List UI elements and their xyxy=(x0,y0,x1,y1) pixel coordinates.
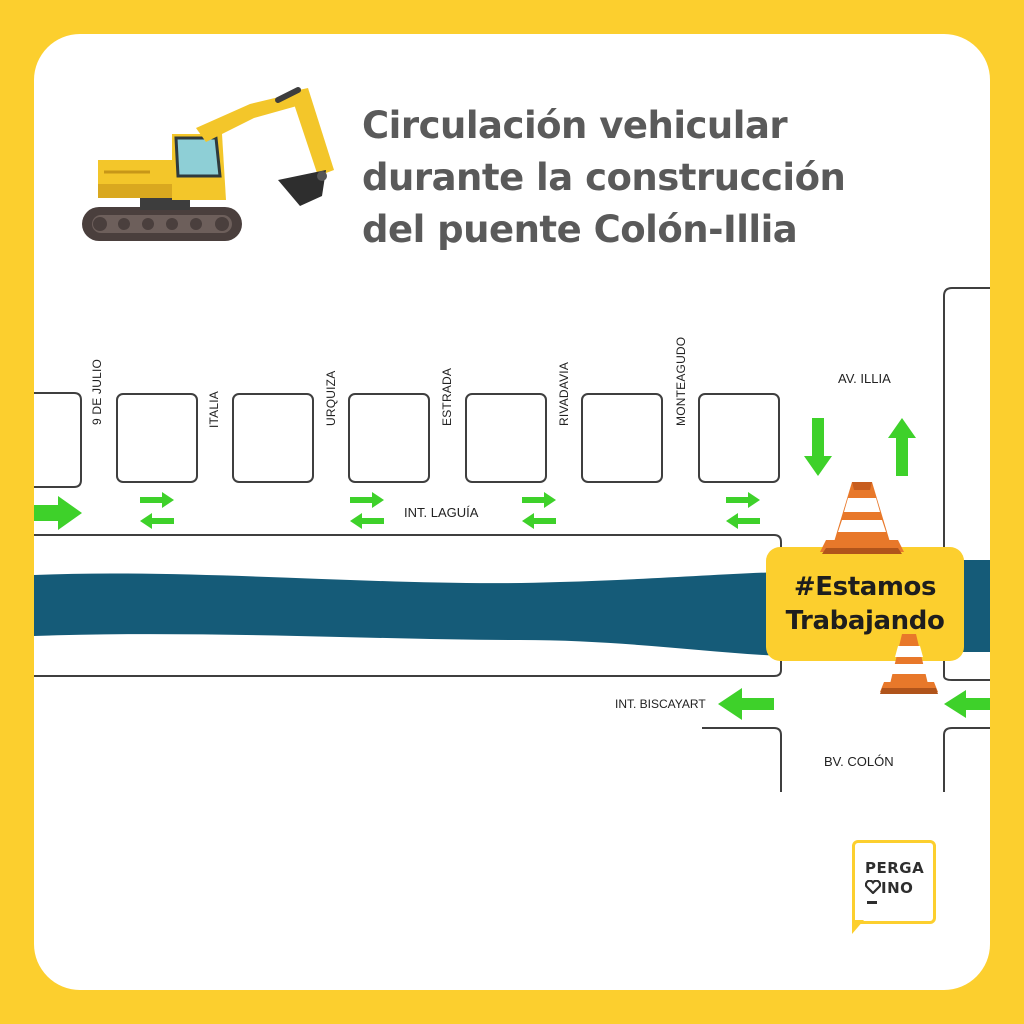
heart-icon xyxy=(864,879,882,895)
logo-underline xyxy=(867,901,877,904)
badge-line-2: Trabajando xyxy=(785,606,945,636)
street-label-bv-colon: BV. COLÓN xyxy=(824,754,894,769)
estamos-trabajando-badge: #Estamos Trabajando xyxy=(766,547,964,661)
street-label-int-biscayart: INT. BISCAYART xyxy=(615,697,706,711)
city-block xyxy=(116,393,198,483)
street-label-av-illia: AV. ILLIA xyxy=(838,371,891,386)
city-block xyxy=(581,393,663,483)
arrow-icon xyxy=(34,496,82,530)
title-line-2: durante la construcción xyxy=(362,156,846,199)
logo-line-2: INO xyxy=(864,879,913,897)
title-line-3: del puente Colón-Illia xyxy=(362,208,798,251)
river xyxy=(34,572,781,656)
street-label-int-laguia: INT. LAGUÍA xyxy=(404,505,479,520)
pergamino-logo: PERGA INO xyxy=(852,840,936,924)
city-block xyxy=(698,393,780,483)
city-block xyxy=(232,393,314,483)
city-block xyxy=(348,393,430,483)
page-title: Circulación vehicular durante la constru… xyxy=(362,100,882,256)
badge-line-1: #Estamos xyxy=(793,572,937,602)
logo-line-1: PERGA xyxy=(865,859,925,877)
city-block xyxy=(465,393,547,483)
logo-tail xyxy=(852,920,864,934)
title-line-1: Circulación vehicular xyxy=(362,104,788,147)
